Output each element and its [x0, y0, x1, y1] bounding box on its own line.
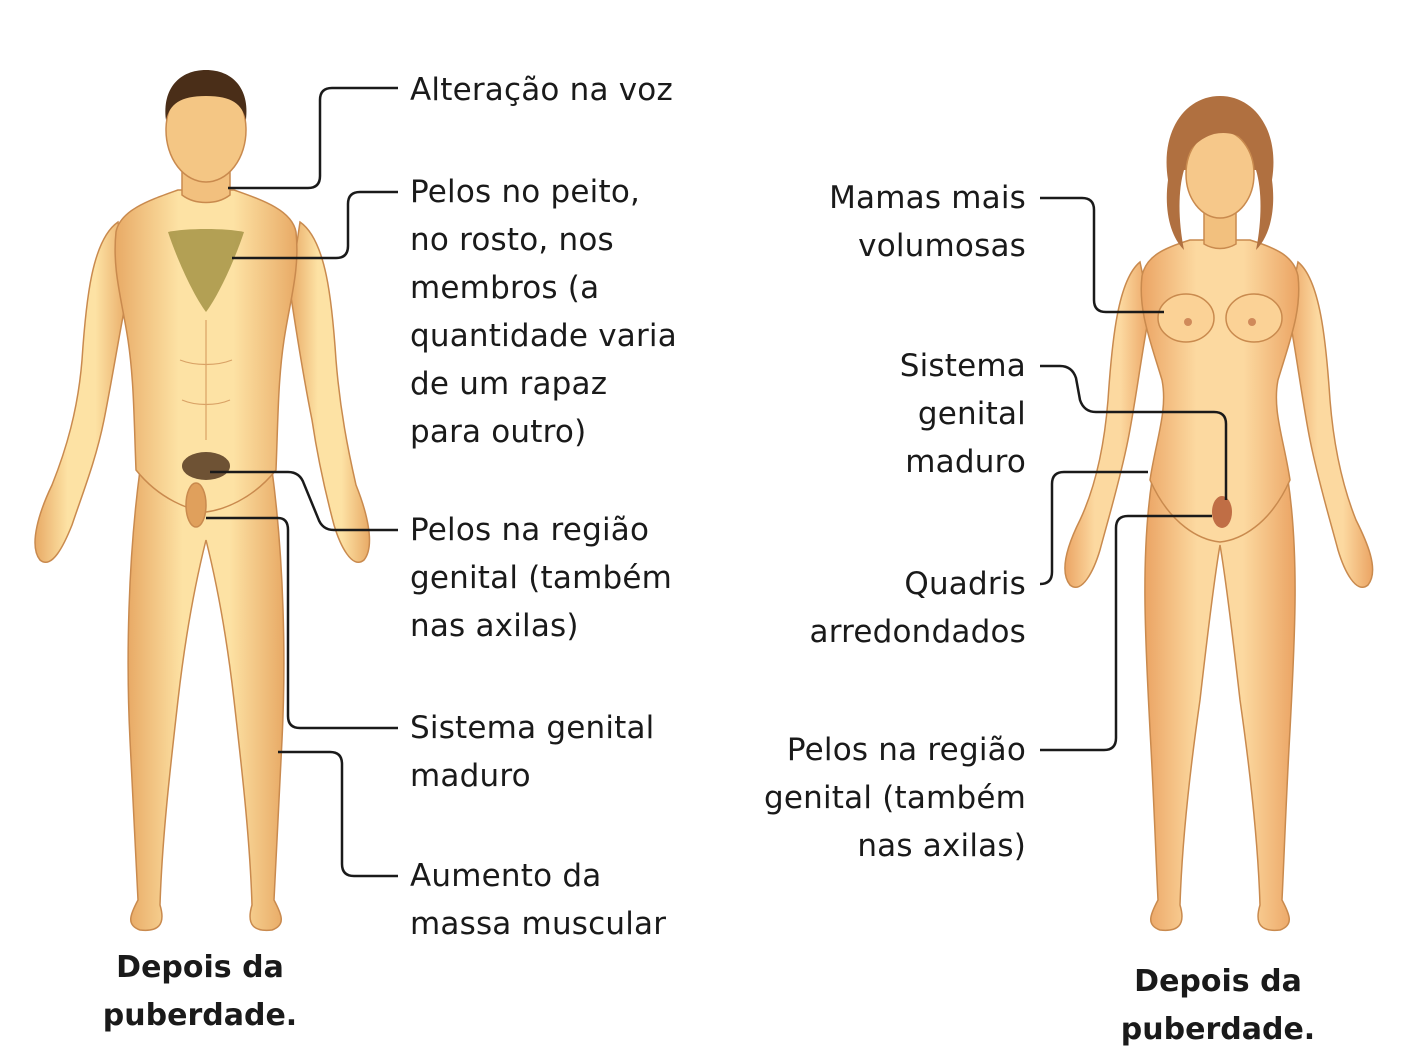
female-left-breast: [1157, 293, 1215, 343]
leader-breasts: [1040, 196, 1164, 314]
label-muscle-mass: Aumento da massa muscular: [410, 858, 667, 942]
label-voice-change: Alteração na voz: [410, 72, 673, 108]
label-chest-hair: Pelos no peito, no rosto, nos membros (a…: [410, 174, 677, 450]
label-breasts: Mamas mais volumosas: [829, 180, 1026, 264]
male-hair: [165, 70, 247, 120]
female-left-nipple: [1184, 318, 1192, 326]
leader-pubic-hair: [210, 470, 398, 532]
leader-hips: [1039, 470, 1148, 586]
label-female-pubic-hair: Pelos na região genital (também nas axil…: [763, 732, 1026, 864]
female-fringe: [1184, 109, 1259, 160]
female-pubic-hair: [1212, 496, 1232, 528]
label-female-genital-system: Sistema genital maduro: [899, 348, 1026, 480]
female-legs: [1144, 479, 1296, 932]
label-hips: Quadris arredondados: [809, 566, 1026, 650]
male-figure: [34, 70, 371, 932]
male-caption: Depois da puberdade.: [102, 950, 298, 1033]
male-chest-hair: [168, 229, 244, 312]
female-right-arm: [1287, 260, 1374, 588]
leader-genital: [206, 516, 398, 730]
leader-muscle: [278, 750, 398, 878]
male-abs: [179, 320, 233, 440]
male-pubic-hair: [182, 452, 230, 480]
leader-chest-hair: [232, 190, 398, 260]
female-figure: [1064, 96, 1374, 932]
female-right-breast: [1225, 293, 1283, 343]
leader-female-pubic-hair: [1040, 514, 1212, 752]
male-right-arm: [289, 220, 371, 563]
label-male-genital-system: Sistema genital maduro: [410, 710, 655, 794]
female-right-nipple: [1248, 318, 1256, 326]
male-legs: [127, 469, 285, 932]
male-leader-lines: [206, 86, 398, 878]
male-genitals: [185, 482, 207, 528]
male-left-arm: [34, 220, 129, 563]
female-neck: [1203, 207, 1237, 250]
female-leader-lines: [1039, 196, 1228, 752]
female-left-arm: [1064, 260, 1151, 588]
label-male-pubic-hair: Pelos na região genital (também nas axil…: [410, 512, 673, 644]
leader-female-genital: [1040, 364, 1228, 500]
leader-voice: [228, 86, 398, 190]
female-caption: Depois da puberdade.: [1120, 964, 1316, 1047]
